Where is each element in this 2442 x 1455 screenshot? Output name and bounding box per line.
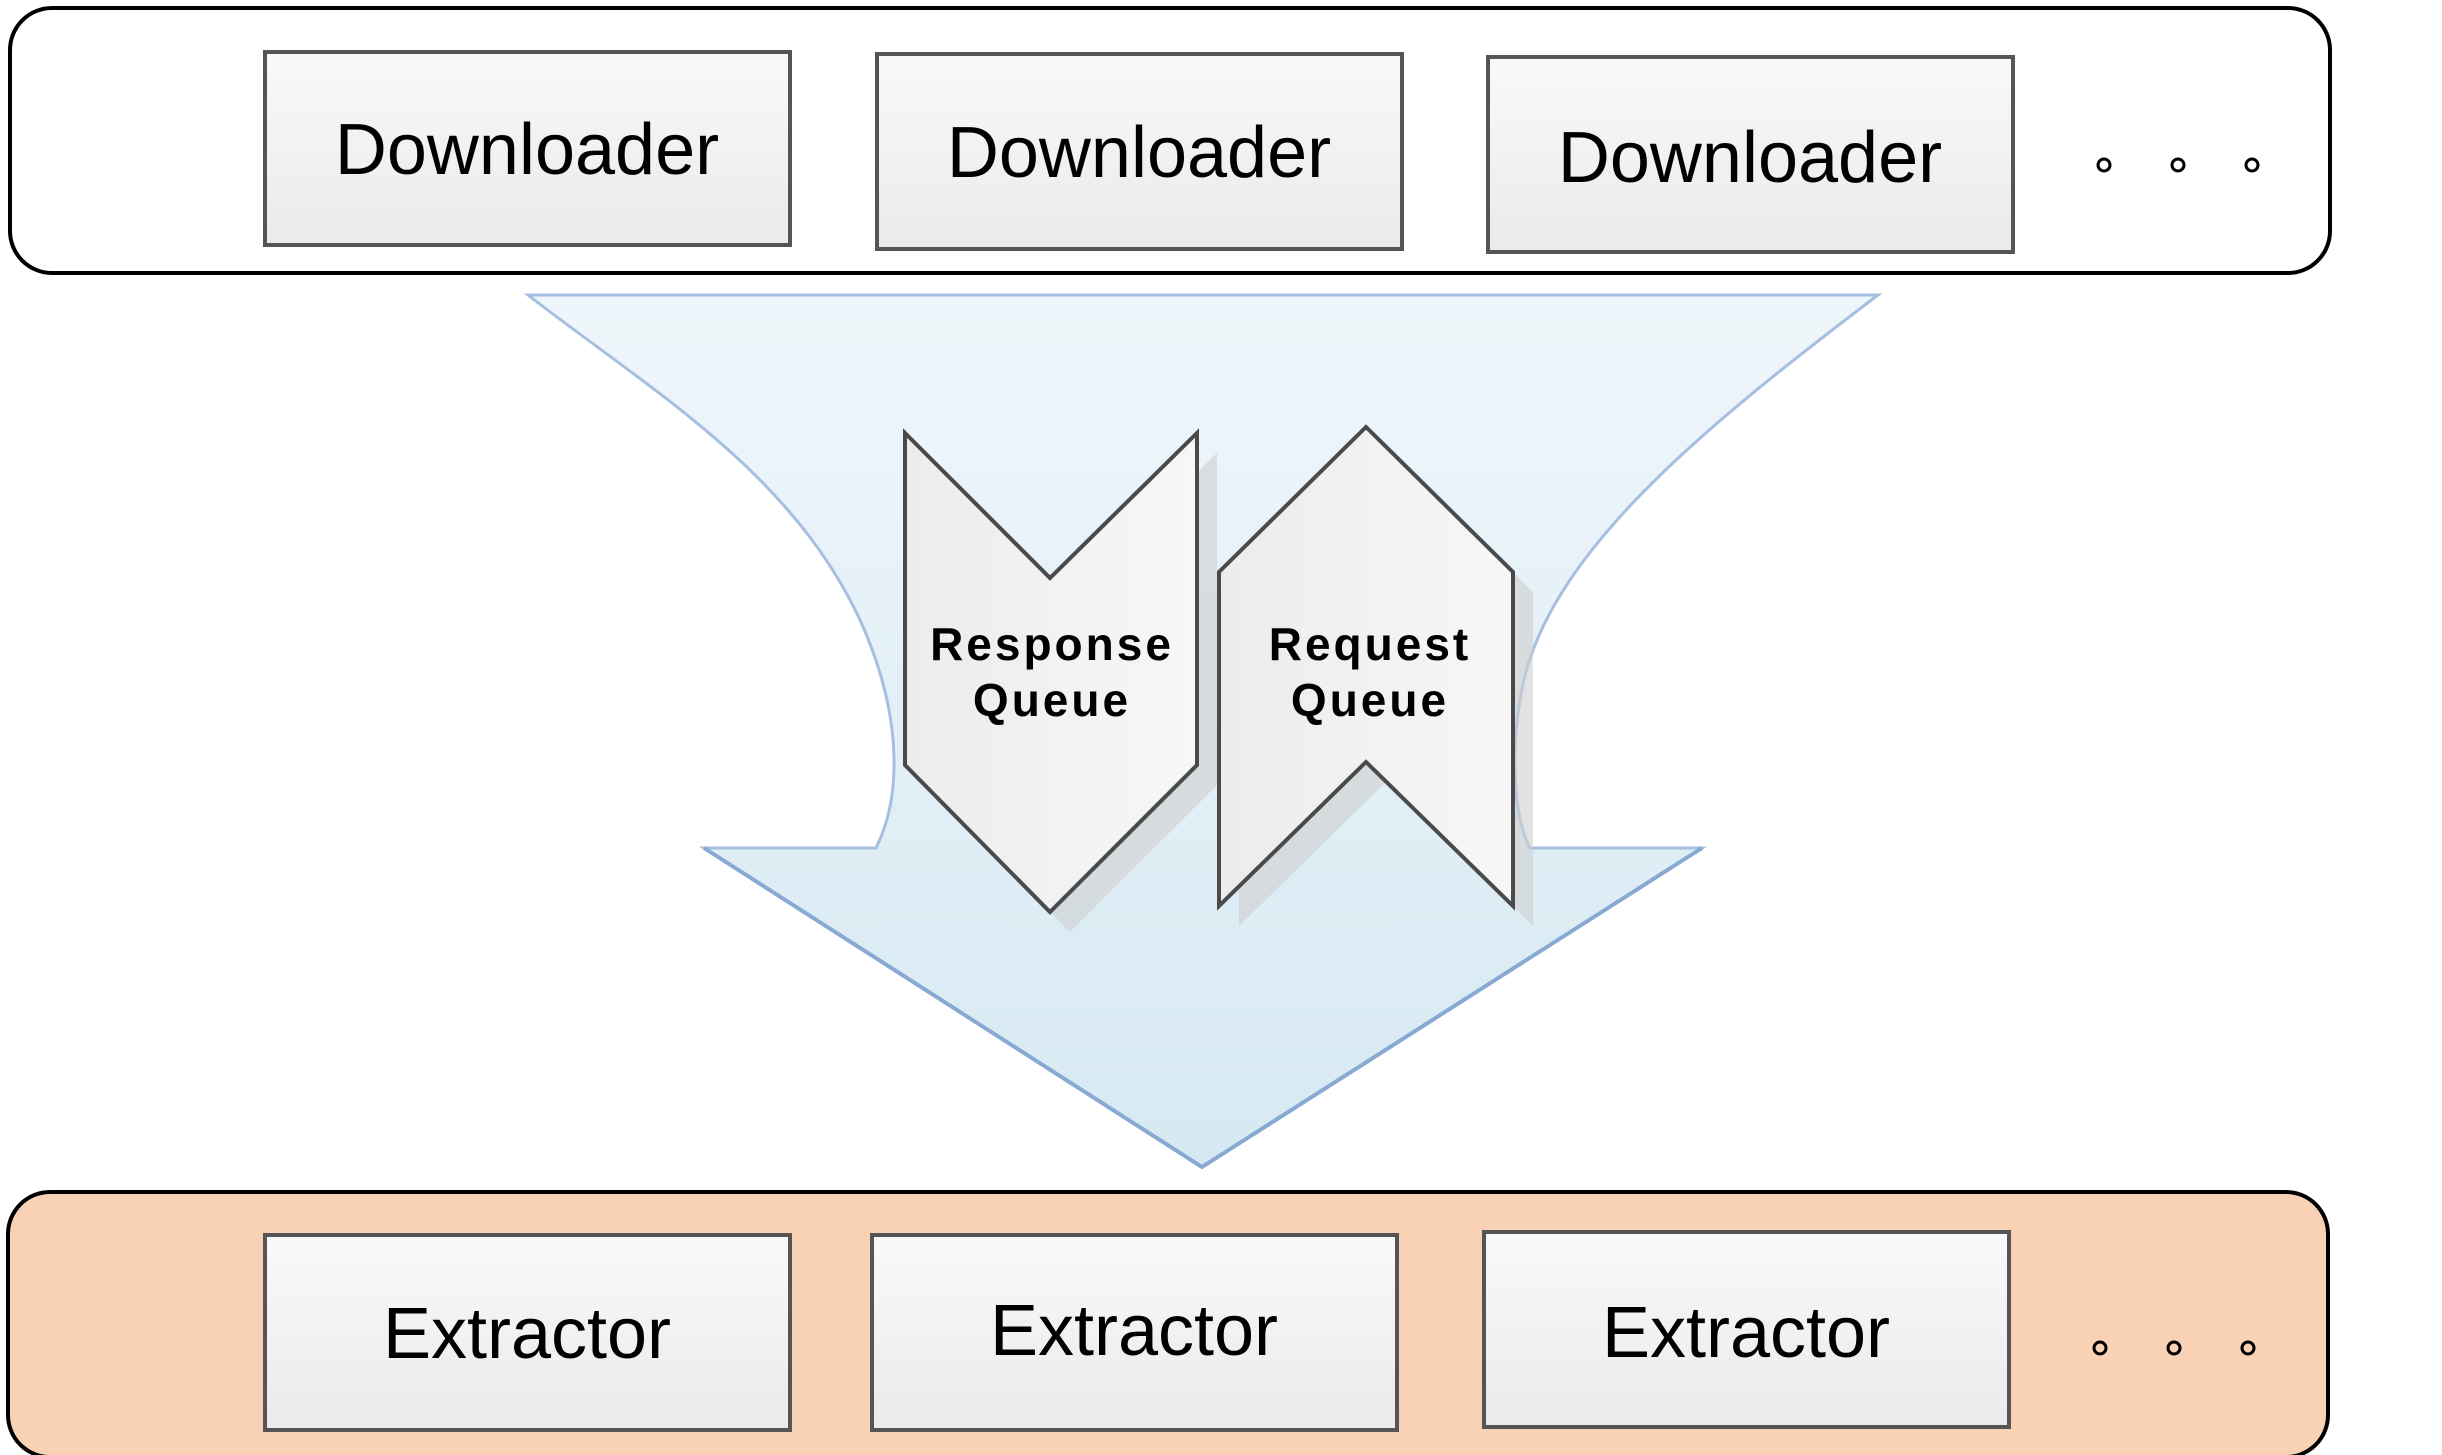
downloader-band: Downloader Downloader Downloader bbox=[8, 6, 2332, 275]
downloader-box: Downloader bbox=[1486, 55, 2015, 254]
request-queue-label-line1: Request bbox=[1269, 618, 1471, 670]
downloader-label: Downloader bbox=[335, 110, 719, 190]
downloader-box: Downloader bbox=[263, 50, 792, 247]
downloader-ellipsis bbox=[2096, 157, 2260, 173]
extractor-box: Extractor bbox=[263, 1233, 792, 1432]
extractor-box: Extractor bbox=[870, 1233, 1399, 1432]
downloader-label: Downloader bbox=[1558, 118, 1942, 198]
extractor-label: Extractor bbox=[383, 1294, 671, 1374]
extractor-ellipsis bbox=[2092, 1340, 2256, 1356]
request-queue-chevron: Request Queue bbox=[1217, 424, 1533, 926]
response-queue-label-line2: Queue bbox=[973, 674, 1131, 726]
extractor-label: Extractor bbox=[990, 1291, 1278, 1371]
request-queue-label-line2: Queue bbox=[1291, 674, 1449, 726]
extractor-label: Extractor bbox=[1602, 1293, 1890, 1373]
response-queue-label-line1: Response bbox=[930, 618, 1174, 670]
response-queue-chevron: Response Queue bbox=[903, 428, 1217, 932]
funnel-arrow-head-outline bbox=[702, 846, 1704, 1170]
downloader-label: Downloader bbox=[947, 113, 1331, 193]
extractor-band: Extractor Extractor Extractor bbox=[6, 1190, 2330, 1455]
extractor-box: Extractor bbox=[1482, 1230, 2011, 1429]
downloader-box: Downloader bbox=[875, 52, 1404, 251]
